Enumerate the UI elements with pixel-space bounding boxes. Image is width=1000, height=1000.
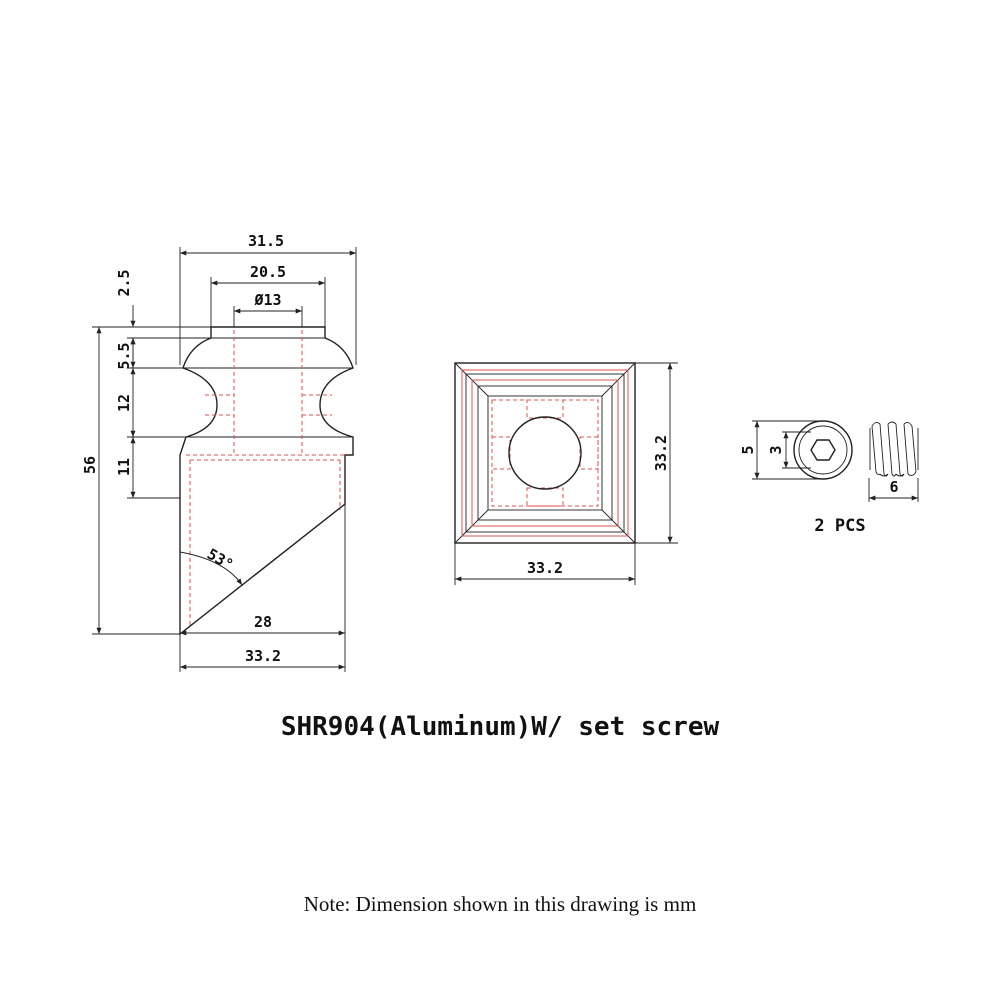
top-view-hidden-mid — [471, 379, 619, 527]
top-view-hidden-slot-bottom — [526, 487, 564, 507]
dim-bottom-width: 33.2 — [245, 647, 281, 665]
dim-total-height: 56 — [81, 456, 99, 474]
dim-hex-size: 3 — [767, 445, 785, 454]
dim-screw-length: 6 — [889, 478, 898, 496]
dim-neck-width: 20.5 — [250, 263, 286, 281]
top-view-hidden-slot-right — [579, 436, 599, 470]
dim-top-view-width: 33.2 — [527, 559, 563, 577]
hex-socket-icon — [810, 439, 836, 461]
screw-end-inner-circle — [798, 425, 848, 475]
top-view: 33.2 33.2 — [454, 362, 678, 585]
top-view-bore — [508, 416, 582, 490]
top-view-hidden-slot-left — [491, 436, 511, 470]
front-view: 53° 31.5 20.5 Ø13 56 2.5 5.5 12 11 — [81, 232, 357, 672]
dim-bottom-inner: 28 — [254, 613, 272, 631]
dim-top-height: 2.5 — [115, 269, 133, 296]
top-view-step-square — [477, 385, 613, 521]
front-view-outline — [179, 326, 354, 636]
dim-top-view-height: 33.2 — [652, 435, 670, 471]
top-view-hidden-outer — [461, 369, 629, 537]
top-view-bevel-square — [465, 373, 625, 533]
units-note: Note: Dimension shown in this drawing is… — [303, 892, 697, 916]
angle-label: 53° — [204, 545, 236, 574]
top-view-inner-square — [487, 395, 603, 511]
drawing-title: SHR904(Aluminum)W/ set screw — [280, 712, 720, 742]
dim-bore-diameter: Ø13 — [253, 291, 281, 309]
dim-top-width: 31.5 — [248, 232, 284, 250]
dim-groove-height: 12 — [115, 394, 133, 412]
set-screw-view: 5 3 6 2 PCS — [739, 420, 919, 536]
angle-arc — [179, 551, 243, 586]
dim-screw-diameter: 5 — [739, 445, 757, 454]
screw-end-circle — [793, 420, 853, 480]
screw-thread-icon — [871, 421, 917, 477]
screw-side-view — [869, 421, 919, 477]
top-view-hidden-slot-top — [526, 399, 564, 419]
dim-collar-height: 5.5 — [115, 342, 133, 369]
top-view-outer-square — [454, 362, 636, 544]
dim-block-height: 11 — [115, 458, 133, 476]
top-view-hidden-socket — [491, 399, 599, 507]
screw-quantity: 2 PCS — [814, 516, 865, 536]
